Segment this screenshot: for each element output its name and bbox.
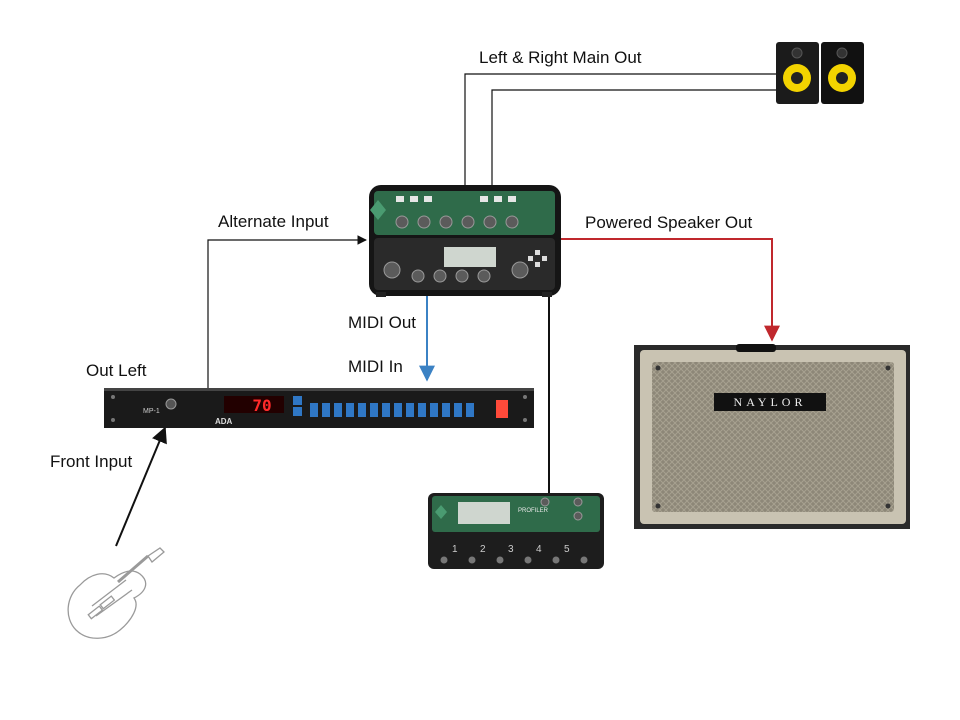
rack-brand-logo: ADA <box>215 417 233 426</box>
midi-in-label: MIDI In <box>348 357 403 376</box>
main-out-label: Left & Right Main Out <box>479 48 642 67</box>
out-left-label: Out Left <box>86 361 147 380</box>
alternate-input-line <box>207 235 367 388</box>
pedal-model-label: PROFILER <box>518 508 549 514</box>
pedal-number-3: 3 <box>508 544 514 555</box>
rack-display-readout: 70 <box>252 396 271 415</box>
ada-mp1-rack-image: MP-1 ADA 70 <box>104 388 534 428</box>
main-out-line-right <box>491 89 790 186</box>
midi-out-label: MIDI Out <box>348 313 417 332</box>
pedal-number-2: 2 <box>480 544 486 555</box>
main-out-line-left <box>464 73 790 186</box>
front-input-label: Front Input <box>50 452 133 471</box>
rack-model-label: MP-1 <box>143 408 160 415</box>
powered-speaker-line <box>560 238 780 342</box>
front-input-line <box>115 426 167 547</box>
studio-monitors-image <box>776 42 864 104</box>
pedal-number-5: 5 <box>564 544 570 555</box>
alternate-input-label: Alternate Input <box>218 212 329 231</box>
powered-speaker-out-label: Powered Speaker Out <box>585 213 753 232</box>
profiler-head-image <box>369 185 561 297</box>
electric-guitar-image <box>67 547 165 639</box>
pedal-number-4: 4 <box>536 544 542 555</box>
pedal-number-1: 1 <box>452 544 458 555</box>
profiler-remote-image: PROFILER 1 2 3 4 5 <box>428 493 604 569</box>
cabinet-brand-logo: NAYLOR <box>734 395 807 409</box>
naylor-cabinet-image: NAYLOR <box>634 344 910 529</box>
